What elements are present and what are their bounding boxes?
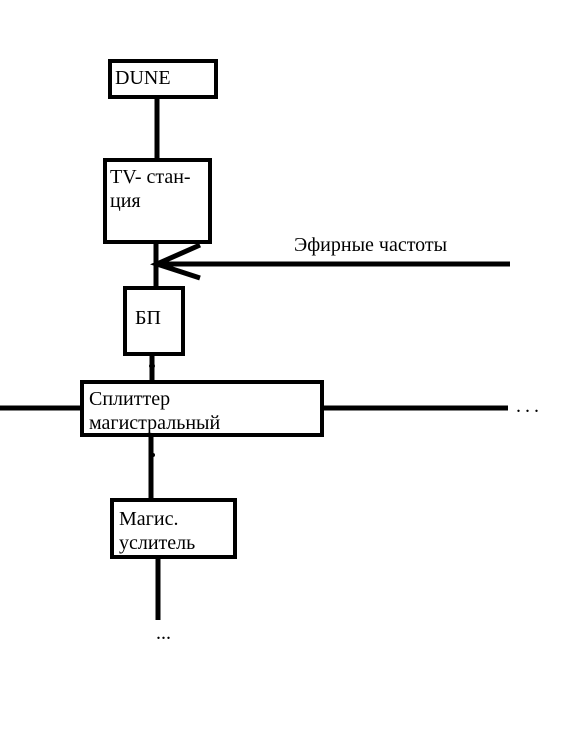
splitter-box: Сплиттер магистральный xyxy=(80,380,324,437)
air-frequencies-label: Эфирные частоты xyxy=(294,234,448,256)
psu-label: БП xyxy=(135,307,161,329)
arrow-head-icon xyxy=(150,242,202,281)
dune-box: DUNE xyxy=(108,59,218,99)
tv-station-label-line-2: ция xyxy=(110,190,141,212)
amplifier-label-line-1: Магис. xyxy=(119,508,179,530)
tv-station-box: TV- стан- ция xyxy=(103,158,212,244)
ellipsis-right-label: ... xyxy=(516,395,543,417)
tv-station-label-line-1: TV- стан- xyxy=(110,166,191,188)
psu-box: БП xyxy=(123,286,185,356)
junction-dot xyxy=(151,453,155,457)
splitter-label-line-2: магистральный xyxy=(89,412,221,434)
ellipsis-down-label: ... xyxy=(156,622,171,644)
junction-dot xyxy=(149,363,155,369)
dune-label: DUNE xyxy=(115,67,171,89)
amplifier-label-line-2: услитель xyxy=(119,532,196,554)
amplifier-box: Магис. услитель xyxy=(110,498,237,559)
splitter-label-line-1: Сплиттер xyxy=(89,388,171,410)
